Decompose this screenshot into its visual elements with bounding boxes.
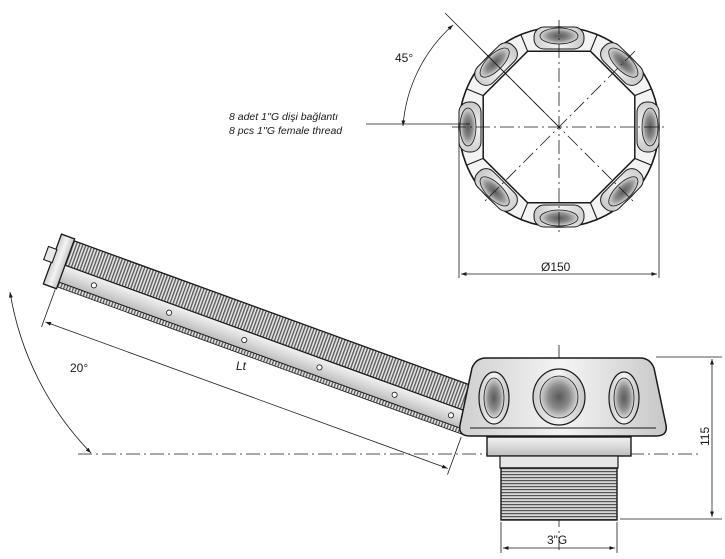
- top-view: 45° 8 adet 1''G dişi bağlantı 8 pcs 1''G…: [229, 12, 666, 278]
- base-plate: [486, 436, 632, 457]
- angle-20-arc: [8, 291, 92, 454]
- thread-size-label: 3"G: [547, 533, 567, 547]
- side-view: Lt 20° 115 3"G: [8, 233, 722, 553]
- thread-note-en: 8 pcs 1''G female thread: [229, 125, 343, 137]
- ribbed-sleeve: [63, 239, 480, 414]
- slot-band: [55, 281, 465, 435]
- length-label: Lt: [236, 359, 247, 373]
- length-dim-line: [45, 321, 448, 469]
- manifold-head: [458, 357, 668, 521]
- filter-tube: [41, 233, 480, 475]
- end-plug: [42, 245, 58, 264]
- thread-note-tr: 8 adet 1''G dişi bağlantı: [229, 111, 338, 123]
- core-tube: [57, 264, 471, 431]
- top-angle-label: 45°: [395, 51, 413, 65]
- threaded-connection: [500, 467, 618, 521]
- side-angle-label: 20°: [70, 361, 88, 375]
- angle-45-leg: [444, 12, 560, 128]
- diameter-label: Ø150: [541, 260, 571, 274]
- neck: [499, 455, 619, 469]
- angle-45-arc: [401, 24, 454, 127]
- height-label: 115: [698, 427, 712, 446]
